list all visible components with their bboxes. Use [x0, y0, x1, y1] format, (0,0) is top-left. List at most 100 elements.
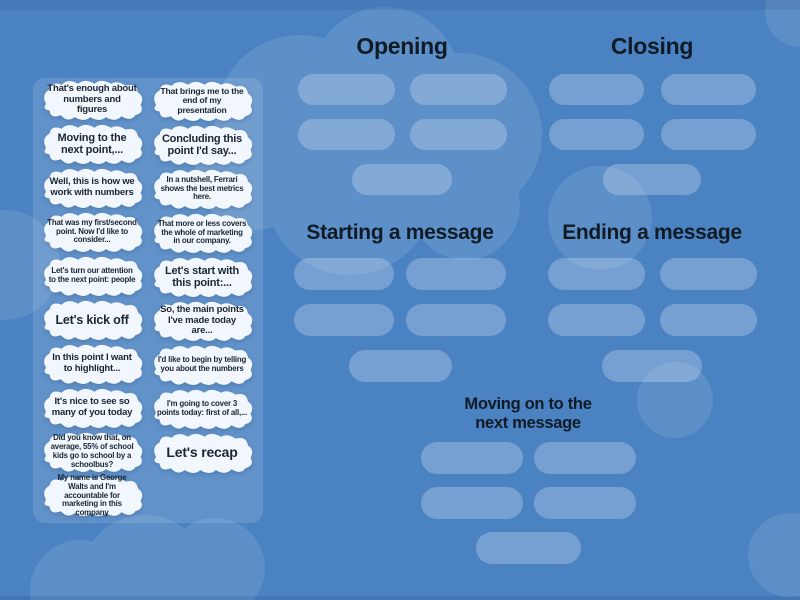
drop-slot-starting-a-message[interactable]: [348, 350, 452, 382]
slot-row: [294, 304, 506, 336]
drop-slot-ending-a-message[interactable]: [659, 304, 757, 336]
drop-slot-starting-a-message[interactable]: [294, 258, 394, 290]
draggable-tile[interactable]: That was my first/second point. Now I'd …: [42, 212, 143, 253]
slot-row: [348, 350, 452, 382]
tile-text: My name is George Walts and I'm accounta…: [57, 472, 127, 518]
draggable-tile[interactable]: Concluding this point I'd say...: [152, 125, 253, 166]
tile-text: In a nutshell, Ferrari shows the best me…: [160, 174, 244, 202]
cloud-shape-icon: [154, 81, 253, 122]
cloud-shape-icon: [154, 213, 253, 254]
tile-text: I'd like to begin by telling you about t…: [157, 355, 247, 373]
cloud-shape-icon: [44, 300, 143, 341]
draggable-tile[interactable]: Let's kick off: [42, 300, 143, 341]
draggable-tile[interactable]: That brings me to the end of my presenta…: [152, 81, 253, 122]
cloud-shape-icon: [44, 256, 143, 297]
draggable-tile[interactable]: My name is George Walts and I'm accounta…: [42, 473, 143, 517]
slot-rows: [547, 258, 757, 382]
group-zone-moving-on-to-the-next-message: Moving on to the next message: [418, 392, 638, 564]
slot-row: [548, 119, 756, 150]
slot-row: [548, 74, 756, 105]
drop-slot-opening[interactable]: [297, 74, 395, 105]
tile-text: In this point I want to highlight...: [52, 352, 132, 374]
draggable-tile[interactable]: Did you know that, on average, 55% of sc…: [42, 432, 143, 473]
drop-slot-ending-a-message[interactable]: [659, 258, 757, 290]
draggable-tile[interactable]: I'm going to cover 3 points today: first…: [152, 389, 253, 430]
cloud-shape-icon: [154, 125, 253, 166]
cloud-shape-icon: [154, 301, 253, 342]
tile-text: It's nice to see so many of you today: [51, 396, 133, 418]
draggable-tile[interactable]: Well, this is how we work with numbers: [42, 168, 143, 209]
group-zone-starting-a-message: Starting a message: [294, 216, 506, 382]
draggable-tile[interactable]: So, the main points I've made today are.…: [152, 301, 253, 342]
drop-slot-opening[interactable]: [297, 119, 395, 150]
cloud-shape-icon: [44, 344, 143, 385]
top-edge-shade: [0, 0, 800, 10]
cloud-shape-icon: [44, 80, 143, 121]
group-zone-opening: Opening: [296, 28, 508, 195]
cloud-shape-icon: [44, 212, 143, 253]
slot-rows: [297, 74, 507, 195]
draggable-tile[interactable]: That more or less covers the whole of ma…: [152, 213, 253, 254]
drop-slot-ending-a-message[interactable]: [547, 258, 645, 290]
drop-slot-closing[interactable]: [660, 119, 756, 150]
tile-column-right: That brings me to the end of my presenta…: [152, 81, 253, 479]
drop-slot-starting-a-message[interactable]: [294, 304, 394, 336]
group-title-starting-a-message: Starting a message: [306, 220, 494, 244]
bottom-edge-shade: [0, 596, 800, 600]
drop-slot-opening[interactable]: [352, 164, 452, 195]
group-title-opening: Opening: [356, 32, 448, 59]
group-title-ending-a-message: Ending a message: [562, 220, 742, 244]
tile-text: That's enough about numbers and figures: [47, 83, 137, 116]
cloud-shape-icon: [44, 476, 143, 517]
cloud-shape-icon: [154, 345, 253, 386]
drop-slot-starting-a-message[interactable]: [406, 304, 506, 336]
draggable-tile[interactable]: Let's turn our attention to the next poi…: [42, 256, 143, 297]
slot-row: [602, 350, 702, 382]
drop-slot-closing[interactable]: [548, 119, 644, 150]
tile-text: Concluding this point I'd say...: [161, 132, 243, 157]
drop-slot-starting-a-message[interactable]: [406, 258, 506, 290]
drop-slot-moving-on-to-the-next-message[interactable]: [475, 532, 581, 564]
tile-text: Let's start with this point:...: [165, 264, 239, 289]
slot-row: [547, 304, 757, 336]
cloud-shape-icon: [44, 168, 143, 209]
drop-slot-moving-on-to-the-next-message[interactable]: [533, 442, 636, 474]
draggable-tile[interactable]: Let's start with this point:...: [152, 257, 253, 298]
group-title-closing: Closing: [610, 32, 694, 59]
drop-slot-opening[interactable]: [409, 74, 507, 105]
tile-text: Did you know that, on average, 55% of sc…: [50, 433, 134, 469]
drop-slot-moving-on-to-the-next-message[interactable]: [533, 487, 636, 519]
slot-row: [297, 74, 507, 105]
tile-text: That more or less covers the whole of ma…: [157, 218, 247, 246]
cloud-shape-icon: [154, 169, 253, 210]
drop-slot-closing[interactable]: [548, 74, 644, 105]
cloud-shape-icon: [154, 257, 253, 298]
draggable-tile[interactable]: In a nutshell, Ferrari shows the best me…: [152, 169, 253, 210]
draggable-tile[interactable]: Let's recap: [152, 433, 253, 474]
drop-slot-closing[interactable]: [603, 164, 701, 195]
draggable-tile[interactable]: It's nice to see so many of you today: [42, 388, 143, 429]
tile-text: Let's recap: [166, 444, 238, 461]
drop-slot-ending-a-message[interactable]: [547, 304, 645, 336]
cloud-shape-icon: [44, 124, 143, 165]
group-zone-closing: Closing: [545, 28, 759, 195]
slot-rows: [294, 258, 506, 382]
drop-slot-ending-a-message[interactable]: [602, 350, 702, 382]
cloud-shape-icon: [154, 389, 253, 430]
draggable-tile[interactable]: Moving to the next point,...: [42, 124, 143, 165]
group-title-moving-on-to-the-next-message: Moving on to the next message: [464, 395, 592, 432]
draggable-tile[interactable]: That's enough about numbers and figures: [42, 80, 143, 121]
draggable-tile[interactable]: In this point I want to highlight...: [42, 344, 143, 385]
tile-text: Well, this is how we work with numbers: [49, 176, 135, 198]
tile-text: Let's kick off: [55, 313, 129, 327]
drop-slot-moving-on-to-the-next-message[interactable]: [420, 442, 523, 474]
drop-slot-moving-on-to-the-next-message[interactable]: [420, 487, 523, 519]
drop-slot-opening[interactable]: [409, 119, 507, 150]
slot-row: [420, 442, 636, 474]
group-zone-ending-a-message: Ending a message: [546, 216, 758, 382]
draggable-tile[interactable]: I'd like to begin by telling you about t…: [152, 345, 253, 386]
drop-slot-closing[interactable]: [660, 74, 756, 105]
slot-row: [420, 487, 636, 519]
cloud-shape-icon: [154, 433, 253, 474]
